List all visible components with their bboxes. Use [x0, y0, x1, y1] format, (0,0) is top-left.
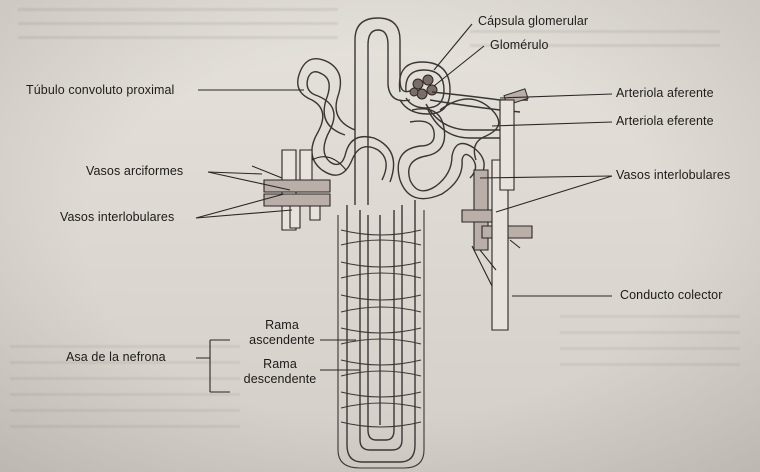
label-rama-descendente-line2: descendente — [236, 372, 324, 387]
left-vessels — [252, 150, 346, 230]
label-glomerulo: Glomérulo — [490, 38, 549, 53]
label-vasos-interlobulares-left: Vasos interlobulares — [60, 210, 174, 225]
label-rama-ascendente-line2: ascendente — [240, 333, 324, 348]
label-asa-de-la-nefrona: Asa de la nefrona — [66, 350, 166, 365]
label-arteriola-aferente: Arteriola aferente — [616, 86, 714, 101]
label-arteriola-eferente: Arteriola eferente — [616, 114, 714, 129]
convoluted-tubules — [298, 18, 499, 205]
glomerular-capsule — [399, 62, 450, 114]
label-rama-ascendente: Rama ascendente — [240, 318, 324, 348]
label-tubulo-convoluto-proximal: Túbulo convoluto proximal — [26, 83, 174, 98]
label-conducto-colector: Conducto colector — [620, 288, 722, 303]
label-rama-ascendente-line1: Rama — [240, 318, 324, 333]
label-vasos-interlobulares-right: Vasos interlobulares — [616, 168, 730, 183]
label-rama-descendente-line1: Rama — [236, 357, 324, 372]
label-vasos-arciformes: Vasos arciformes — [86, 164, 183, 179]
label-rama-descendente: Rama descendente — [236, 357, 324, 387]
label-capsula-glomerular: Cápsula glomerular — [478, 14, 588, 29]
vasa-recta — [338, 210, 424, 468]
glomerulus — [410, 75, 437, 99]
